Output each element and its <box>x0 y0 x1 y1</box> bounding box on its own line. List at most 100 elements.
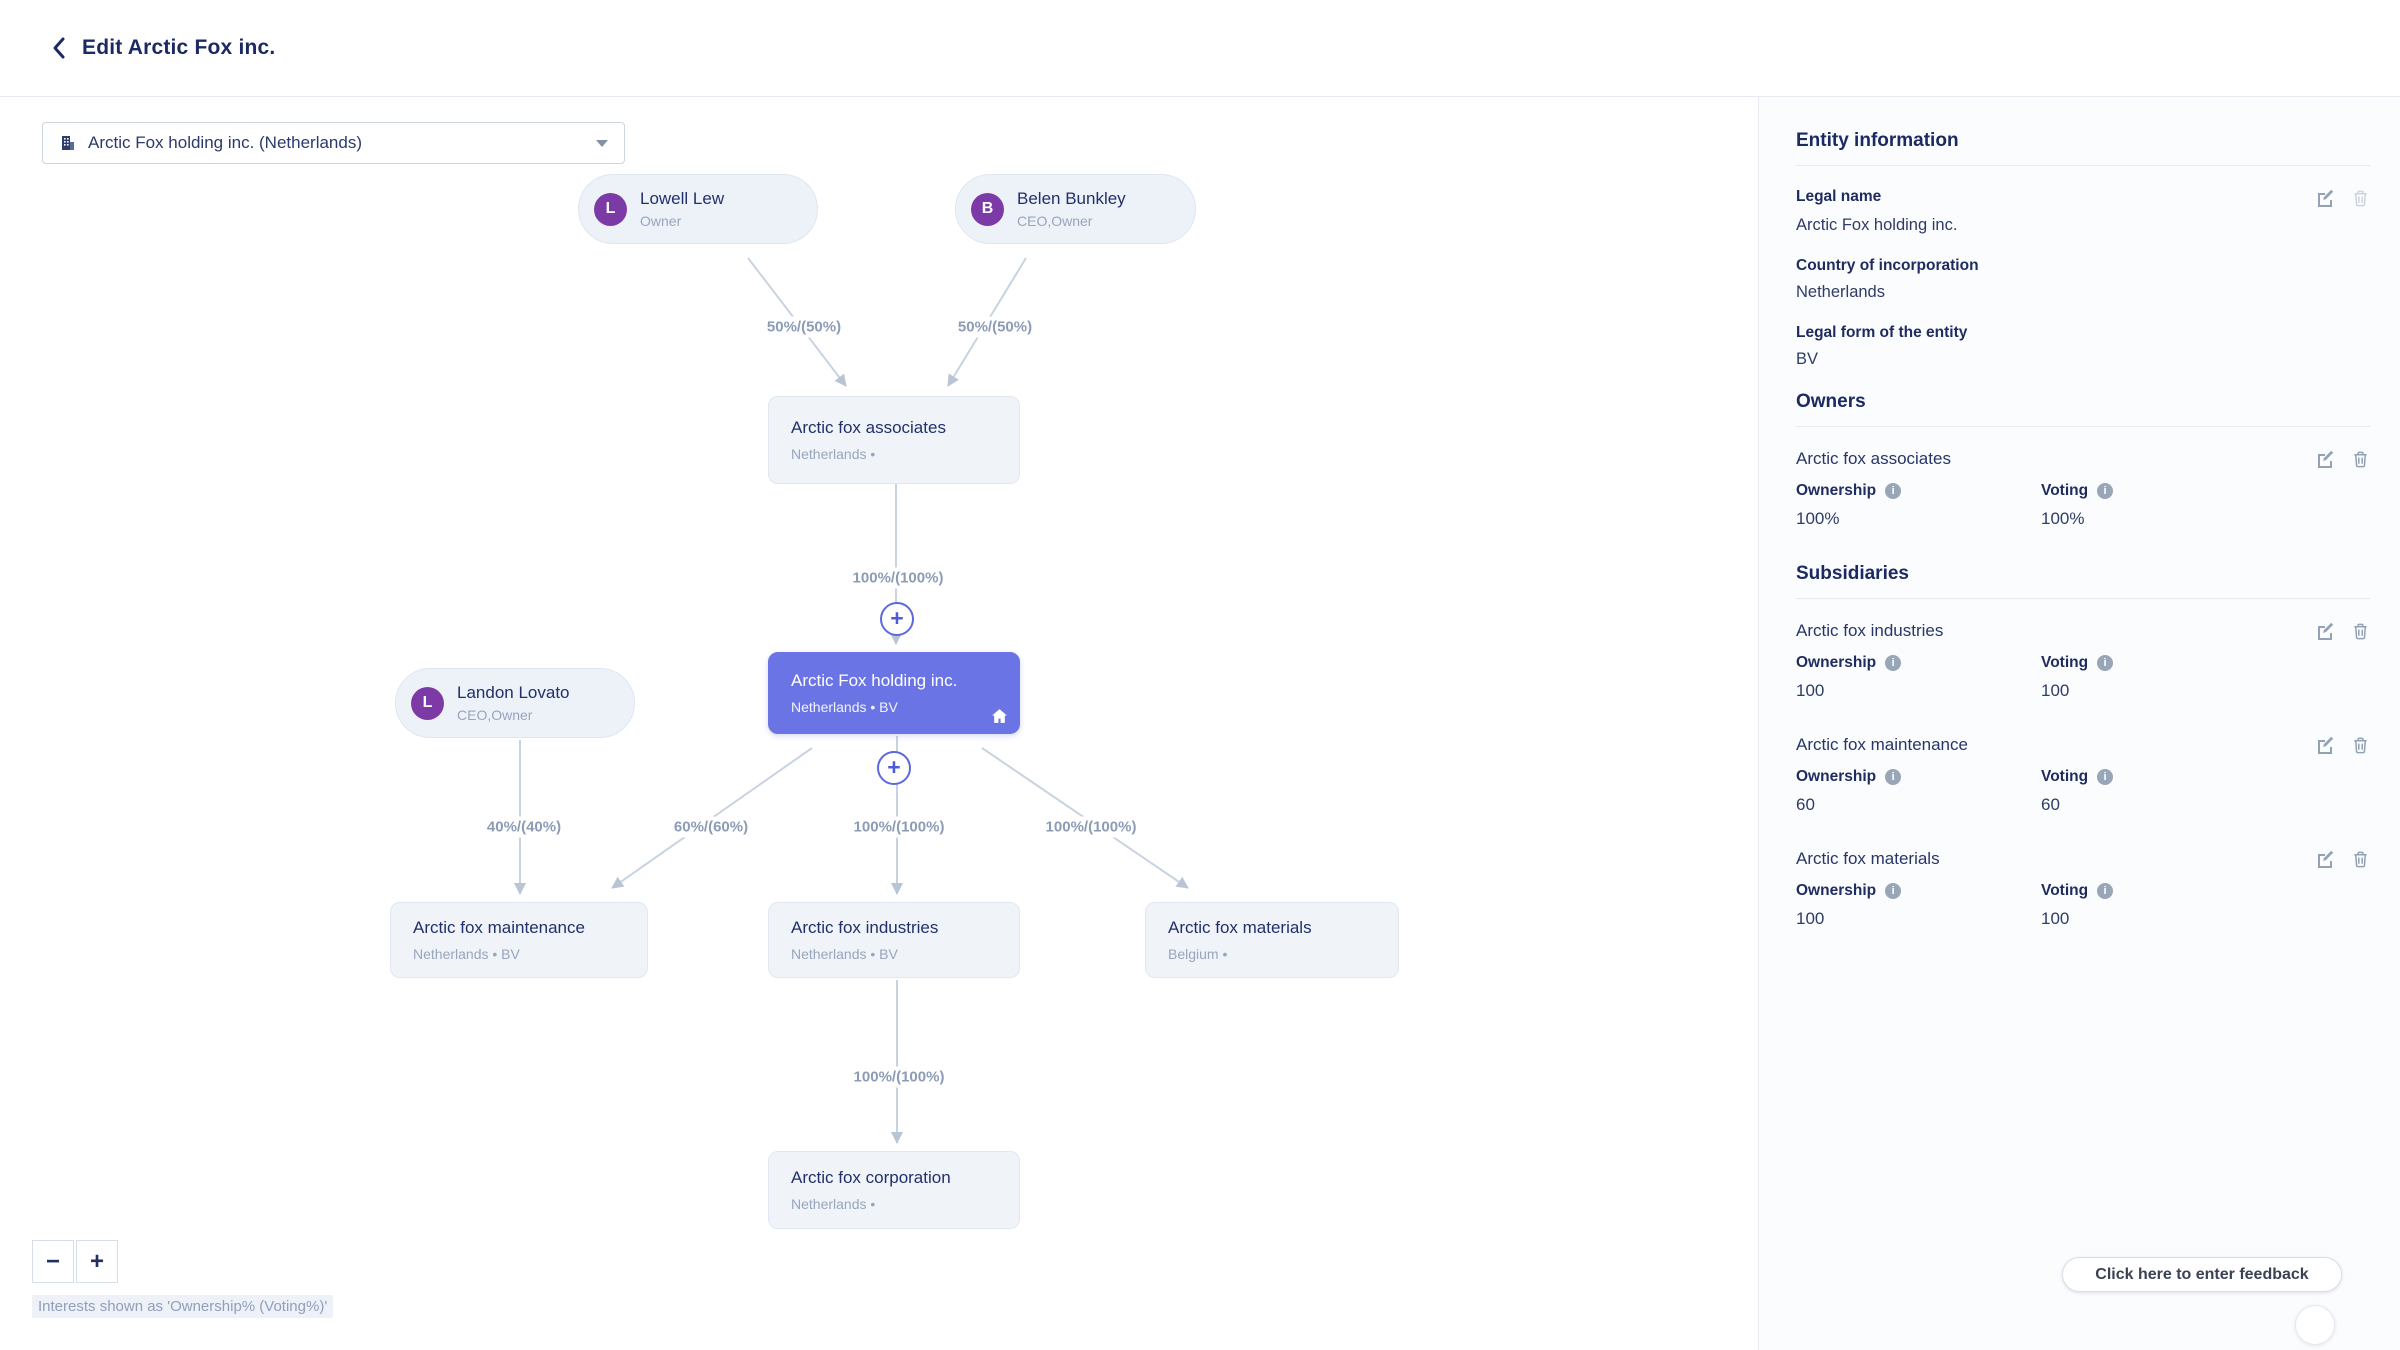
edge-label-landon-maintenance[interactable]: 40%/(40%) <box>481 816 567 838</box>
person-name: Lowell Lew <box>640 189 725 208</box>
subsidiary-name: Arctic fox maintenance <box>1796 735 1968 754</box>
delete-subsidiary-button[interactable] <box>2351 849 2370 869</box>
ownership-value: 100 <box>1796 681 1825 700</box>
info-icon[interactable] <box>2097 655 2114 671</box>
subsidiary-item: Arctic fox materials Ownership 100 <box>1796 849 2370 929</box>
edge-label-associates-holding[interactable]: 100%/(100%) <box>847 567 949 589</box>
owners-title: Owners <box>1796 391 1866 412</box>
avatar: L <box>594 192 627 226</box>
node-arctic-fox-maintenance[interactable]: Arctic fox maintenance Netherlands • BV <box>390 902 648 978</box>
node-arctic-fox-holding[interactable]: Arctic Fox holding inc. Netherlands • BV <box>768 652 1020 734</box>
node-arctic-fox-materials[interactable]: Arctic fox materials Belgium • <box>1145 902 1399 978</box>
edge-label-industries-corporation[interactable]: 100%/(100%) <box>848 1066 950 1088</box>
info-icon[interactable] <box>1885 655 1902 671</box>
chevron-down-icon <box>596 139 608 147</box>
field-value: Netherlands <box>1796 283 1885 301</box>
edge-label-holding-maintenance[interactable]: 60%/(60%) <box>668 816 754 838</box>
company-subtitle: Netherlands • BV <box>791 946 898 962</box>
ownership-label: Ownership <box>1796 654 1877 671</box>
company-subtitle: Netherlands • <box>791 446 876 462</box>
trash-icon <box>2351 621 2370 641</box>
entity-selector-value: Arctic Fox holding inc. (Netherlands) <box>88 133 363 152</box>
edge-label-belen-associates[interactable]: 50%/(50%) <box>952 316 1038 338</box>
node-arctic-fox-industries[interactable]: Arctic fox industries Netherlands • BV <box>768 902 1020 978</box>
ownership-label: Ownership <box>1796 768 1877 785</box>
company-subtitle: Netherlands • BV <box>791 699 898 715</box>
person-name: Belen Bunkley <box>1017 189 1126 208</box>
add-subsidiary-button[interactable]: + <box>877 751 911 785</box>
voting-label: Voting <box>2041 882 2089 899</box>
field-value: BV <box>1796 350 1819 368</box>
node-landon-lovato[interactable]: L Landon Lovato CEO,Owner <box>395 668 635 738</box>
owner-item: Arctic fox associates Ownership 100% <box>1796 449 2370 529</box>
home-icon <box>991 708 1008 724</box>
divider <box>1796 598 2370 599</box>
node-lowell-lew[interactable]: L Lowell Lew Owner <box>578 174 818 244</box>
edge-label-holding-industries[interactable]: 100%/(100%) <box>848 816 950 838</box>
trash-icon <box>2351 849 2370 869</box>
voting-label: Voting <box>2041 768 2089 785</box>
subsidiary-name: Arctic fox materials <box>1796 849 1940 868</box>
company-name: Arctic Fox holding inc. <box>791 671 958 690</box>
back-button[interactable] <box>50 36 68 60</box>
trash-icon <box>2351 735 2370 755</box>
ownership-value: 100% <box>1796 509 1840 528</box>
node-belen-bunkley[interactable]: B Belen Bunkley CEO,Owner <box>955 174 1196 244</box>
interests-legend: Interests shown as 'Ownership% (Voting%)… <box>32 1295 334 1318</box>
ownership-value: 60 <box>1796 795 1815 814</box>
field-value: Arctic Fox holding inc. <box>1796 216 1958 234</box>
delete-subsidiary-button[interactable] <box>2351 735 2370 755</box>
zoom-in-button[interactable]: + <box>76 1240 118 1283</box>
edit-subsidiary-button[interactable] <box>2315 621 2335 641</box>
edit-subsidiary-button[interactable] <box>2315 735 2335 755</box>
edit-icon <box>2315 449 2335 469</box>
owner-name: Arctic fox associates <box>1796 449 1951 468</box>
person-name: Landon Lovato <box>457 683 570 702</box>
edge-label-holding-materials[interactable]: 100%/(100%) <box>1040 816 1142 838</box>
info-icon[interactable] <box>1885 483 1902 499</box>
subsidiary-item: Arctic fox industries Ownership 100 <box>1796 621 2370 701</box>
delete-subsidiary-button[interactable] <box>2351 621 2370 641</box>
info-icon[interactable] <box>2097 769 2114 785</box>
entity-selector[interactable]: Arctic Fox holding inc. (Netherlands) <box>42 122 625 164</box>
edit-icon <box>2315 735 2335 755</box>
trash-icon <box>2351 449 2370 469</box>
info-icon[interactable] <box>2097 883 2114 899</box>
building-icon <box>59 134 77 152</box>
info-icon[interactable] <box>2097 483 2114 499</box>
voting-value: 60 <box>2041 795 2060 814</box>
page-title: Edit Arctic Fox inc. <box>82 36 276 59</box>
add-owner-button[interactable]: + <box>880 602 914 636</box>
edge-label-lowell-associates[interactable]: 50%/(50%) <box>761 316 847 338</box>
company-name: Arctic fox associates <box>791 418 946 437</box>
ownership-label: Ownership <box>1796 482 1877 499</box>
company-subtitle: Belgium • <box>1168 946 1228 962</box>
subsidiaries-title: Subsidiaries <box>1796 563 1909 584</box>
edit-owner-button[interactable] <box>2315 449 2335 469</box>
feedback-button[interactable]: Click here to enter feedback <box>2062 1257 2342 1292</box>
voting-label: Voting <box>2041 482 2089 499</box>
divider <box>1796 426 2370 427</box>
company-subtitle: Netherlands • <box>791 1196 876 1212</box>
edit-legal-name-button[interactable] <box>2315 188 2335 208</box>
delete-owner-button[interactable] <box>2351 449 2370 469</box>
field-label: Country of incorporation <box>1796 257 1979 274</box>
field-label: Legal name <box>1796 188 1882 205</box>
company-name: Arctic fox maintenance <box>413 918 585 937</box>
entity-information-title: Entity information <box>1796 130 1959 151</box>
zoom-out-button[interactable]: − <box>32 1240 74 1283</box>
info-icon[interactable] <box>1885 883 1902 899</box>
edit-subsidiary-button[interactable] <box>2315 849 2335 869</box>
edit-icon <box>2315 621 2335 641</box>
node-arctic-fox-corporation[interactable]: Arctic fox corporation Netherlands • <box>768 1151 1020 1229</box>
node-arctic-fox-associates[interactable]: Arctic fox associates Netherlands • <box>768 396 1020 484</box>
ownership-value: 100 <box>1796 909 1825 928</box>
header: Edit Arctic Fox inc. <box>0 0 2400 97</box>
edit-icon <box>2315 188 2335 208</box>
info-icon[interactable] <box>1885 769 1902 785</box>
chat-launcher-button[interactable] <box>2295 1305 2335 1345</box>
entity-panel: Entity information Legal name Arctic Fox… <box>1758 97 2400 1350</box>
person-role: CEO,Owner <box>457 707 533 723</box>
avatar: L <box>411 686 444 720</box>
